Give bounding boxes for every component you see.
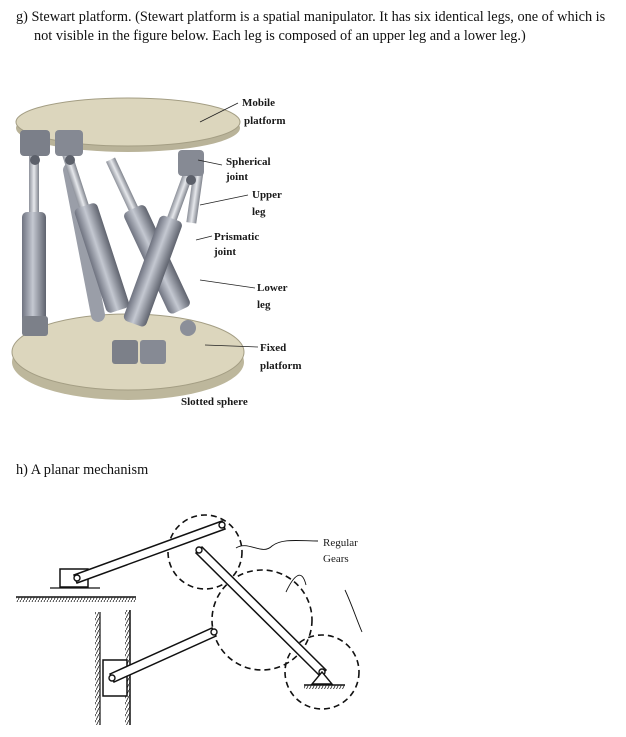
callout-lines <box>195 102 259 348</box>
problem-g: g) Stewart platform. (Stewart platform i… <box>16 8 612 46</box>
label-spherical-1: Spherical <box>226 156 271 168</box>
label-upper-2: leg <box>252 206 266 218</box>
label-prismatic-1: Prismatic <box>214 231 259 243</box>
svg-text:Spherical: Spherical <box>226 156 271 168</box>
svg-text:leg: leg <box>252 206 266 218</box>
svg-text:Upper: Upper <box>252 189 282 201</box>
svg-text:platform: platform <box>260 360 302 372</box>
svg-text:Mobile: Mobile <box>242 97 275 109</box>
problem-g-text: g) Stewart platform. (Stewart platform i… <box>16 9 606 44</box>
svg-text:Lower: Lower <box>257 282 288 294</box>
label-lower-1: Lower <box>257 282 288 294</box>
label-prismatic-2: joint <box>213 246 236 258</box>
label-slotted-sphere: Slotted sphere <box>181 396 248 408</box>
svg-text:leg: leg <box>257 299 271 311</box>
svg-text:Fixed: Fixed <box>260 342 286 354</box>
svg-text:joint: joint <box>213 246 236 258</box>
label-lower-2: leg <box>257 299 271 311</box>
svg-text:Prismatic: Prismatic <box>214 231 259 243</box>
svg-text:joint: joint <box>225 171 248 183</box>
problem-h: h) A planar mechanism <box>16 462 148 479</box>
svg-text:platform: platform <box>244 115 286 127</box>
problem-h-text: h) A planar mechanism <box>16 462 149 478</box>
legs <box>22 149 204 327</box>
label-spherical-2: joint <box>225 171 248 183</box>
leg-back <box>63 163 105 322</box>
base-joints <box>22 316 196 364</box>
svg-text:Slotted sphere: Slotted sphere <box>181 396 248 408</box>
label-fixed-1: Fixed <box>260 342 286 354</box>
label-fixed-2: platform <box>260 360 302 372</box>
label-upper-1: Upper <box>252 189 282 201</box>
label-mobile-2: platform <box>244 115 286 127</box>
label-mobile-1: Mobile <box>242 97 275 109</box>
spherical-joints <box>20 130 204 185</box>
